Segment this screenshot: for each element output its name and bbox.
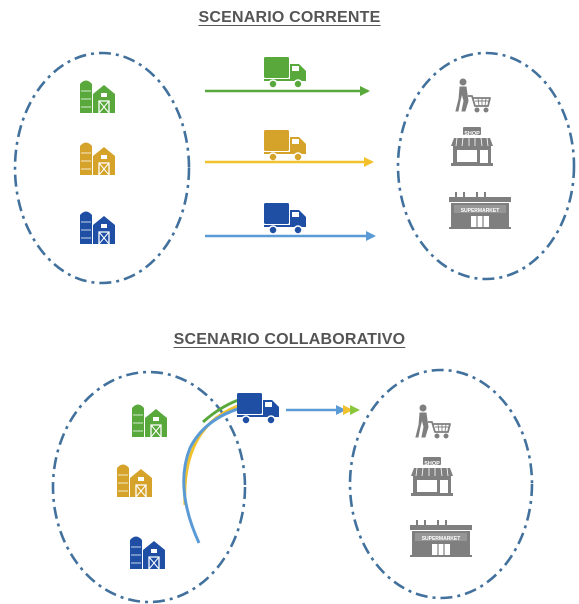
- shopper-icon: [455, 78, 491, 113]
- truck-icon-green: [263, 56, 307, 89]
- current-scenario: SHOP SUPERMARKET: [13, 51, 576, 285]
- truck-icon-blue: [263, 202, 307, 235]
- truck-icon-yellow: [263, 129, 307, 162]
- farms-group-ellipse: [13, 51, 191, 285]
- farm-icon-blue-collab: [129, 535, 166, 570]
- shop-sign-label: SHOP: [464, 131, 480, 137]
- farm-icon-yellow: [79, 141, 116, 176]
- arrowhead-yellow: [343, 405, 353, 415]
- supermarket-sign-label: SUPERMARKET: [461, 208, 500, 214]
- supermarket-sign-label-collab: SUPERMARKET: [422, 536, 461, 542]
- shop-sign-label-collab: SHOP: [424, 461, 440, 467]
- retail-group-ellipse-collab: [348, 368, 534, 600]
- title-scenario-collaborativo: SCENARIO COLLABORATIVO: [173, 331, 406, 348]
- arrowhead-blue: [336, 405, 346, 415]
- farm-icon-blue: [79, 210, 116, 245]
- farm-icon-green: [79, 79, 116, 114]
- consolidated-flow-blue: [182, 405, 245, 544]
- farms-group-ellipse-collab: [51, 370, 247, 604]
- shopper-icon-collab: [415, 404, 451, 439]
- truck-icon-shared: [236, 392, 280, 425]
- title-scenario-corrente: SCENARIO CORRENTE: [198, 9, 381, 26]
- farm-icon-green-collab: [131, 403, 168, 438]
- retail-group-ellipse: [396, 51, 576, 281]
- arrowhead-green: [350, 405, 360, 415]
- farm-icon-yellow-collab: [116, 463, 153, 498]
- collaborative-scenario: SHOP SUPERMARKET: [51, 368, 534, 604]
